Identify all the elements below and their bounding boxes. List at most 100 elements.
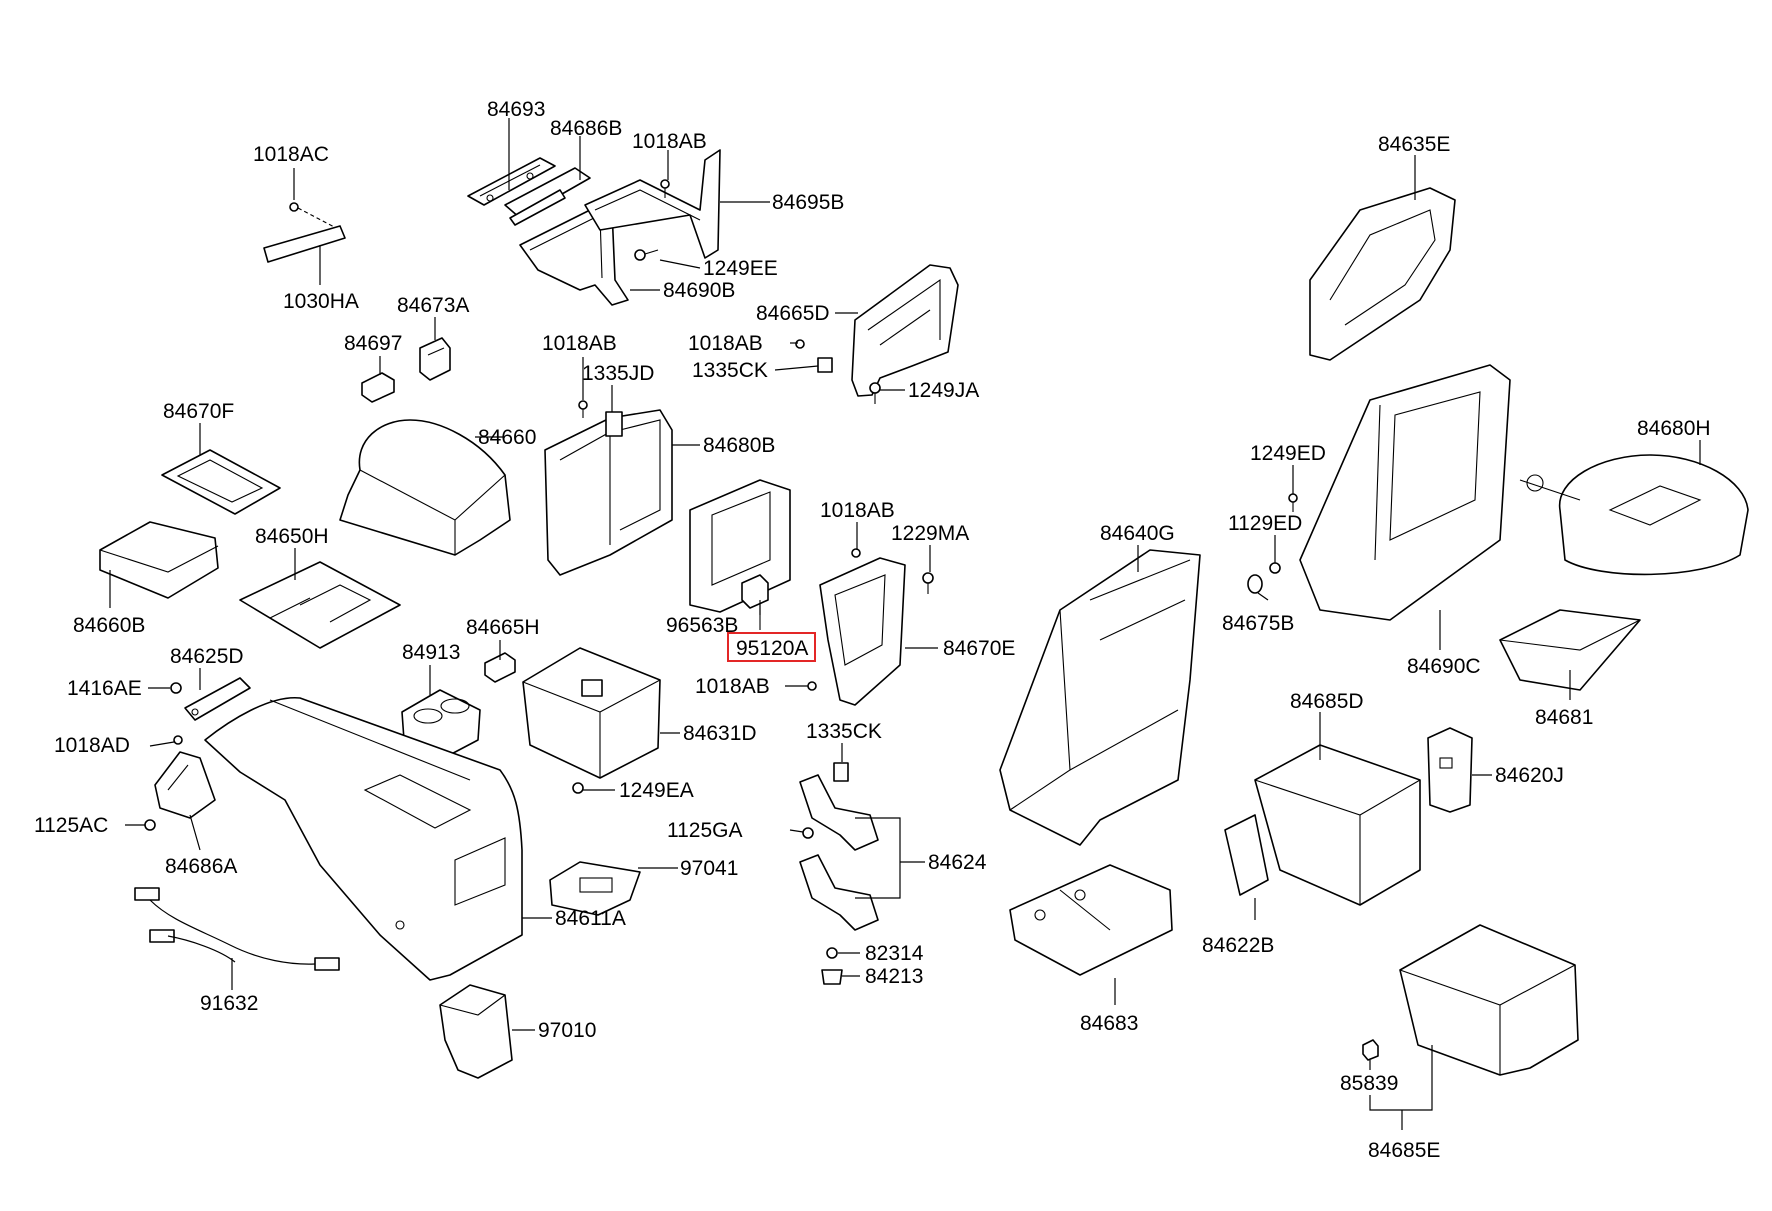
part-84697-shape — [361, 372, 395, 403]
screw-1018ab-right-shape — [795, 339, 805, 349]
label-p34: 84680H — [1637, 417, 1711, 440]
label-p14: 1249JA — [908, 379, 979, 402]
label-p02: 84686B — [550, 117, 622, 140]
label-p50: 82314 — [865, 942, 924, 965]
part-84680h-shape — [1519, 454, 1749, 576]
label-p39: 1416AE — [67, 677, 142, 700]
screw-1229ma-shape — [922, 572, 934, 594]
label-p27: 84670E — [943, 637, 1015, 660]
part-1335ck-mid-shape — [833, 762, 849, 782]
part-84624-shape — [799, 774, 879, 931]
label-p25: 1018AB — [820, 499, 895, 522]
label-p09: 84673A — [397, 294, 469, 317]
part-84686a-shape — [154, 751, 216, 819]
label-p43: 84631D — [683, 722, 757, 745]
part-84690c-shape — [1299, 364, 1511, 621]
label-p37: 84913 — [402, 641, 460, 664]
label-p26: 1229MA — [891, 522, 969, 545]
part-84675b-shape — [1247, 574, 1263, 594]
screw-1018ab-low-shape — [807, 681, 817, 691]
label-p54: 84685D — [1290, 690, 1364, 713]
label-p35: 84681 — [1535, 706, 1593, 729]
label-p01: 84693 — [487, 98, 545, 121]
label-p55: 84620J — [1495, 764, 1564, 787]
screw-1018ab-bezel-shape — [851, 548, 861, 558]
part-84670e-shape — [819, 557, 906, 706]
label-p51: 84213 — [865, 965, 923, 988]
part-95120a-shape — [741, 574, 769, 630]
part-84660b-shape — [99, 521, 219, 599]
label-p15: 84635E — [1378, 133, 1450, 156]
part-1030ha-shape — [263, 202, 346, 263]
part-84625d-shape — [184, 677, 251, 721]
label-p03: 1018AB — [632, 130, 707, 153]
label-p10: 84697 — [344, 332, 402, 355]
label-p41: 1125AC — [34, 814, 108, 837]
part-84683-shape — [1009, 864, 1173, 976]
label-p23: 96563B — [666, 614, 738, 637]
part-91632-shape — [134, 887, 340, 971]
part-84635e-shape — [1309, 187, 1456, 361]
label-p21: 84660B — [73, 614, 145, 637]
screw-1249ea-shape — [572, 782, 584, 794]
part-84620j-shape — [1427, 727, 1473, 813]
label-p11: 84665D — [756, 302, 830, 325]
screw-1129ed-shape — [1269, 562, 1281, 574]
label-p52: 91632 — [200, 992, 258, 1015]
highlight-box-95120a — [727, 632, 816, 662]
label-p06: 84690B — [663, 279, 735, 302]
label-p12: 1018AB — [688, 332, 763, 355]
label-p56: 84622B — [1202, 934, 1274, 957]
label-p40: 1018AD — [54, 734, 130, 757]
label-p42: 84686A — [165, 855, 237, 878]
label-p20: 84660 — [478, 426, 536, 449]
part-84650h-shape — [239, 561, 401, 649]
part-84670f-shape — [161, 449, 281, 515]
part-84665d-shape — [851, 264, 959, 397]
label-p47: 84624 — [928, 851, 987, 874]
part-84693-shape — [467, 157, 556, 206]
label-p07: 1018AC — [253, 143, 329, 166]
screw-1416ae-shape — [170, 682, 182, 694]
label-p13: 1335CK — [692, 359, 768, 382]
part-84673a-shape — [419, 337, 451, 381]
part-96563b-shape — [689, 479, 791, 613]
screw-1018ab-mid-shape — [578, 400, 588, 418]
label-p36: 84665H — [466, 616, 540, 639]
screw-1125ac-shape — [144, 819, 156, 831]
part-97041-shape — [549, 861, 641, 916]
label-p58: 85839 — [1340, 1072, 1398, 1095]
part-84685d-shape — [1254, 744, 1421, 906]
label-p30: 1249ED — [1250, 442, 1326, 465]
screw-1249ed-shape — [1288, 493, 1298, 512]
label-p24: 95120A — [736, 637, 808, 660]
label-p59: 84685E — [1368, 1139, 1440, 1162]
part-84695b-shape — [584, 149, 721, 259]
label-p57: 84683 — [1080, 1012, 1138, 1035]
label-p45: 1335CK — [806, 720, 882, 743]
screw-1018ad-shape — [173, 735, 183, 745]
part-labels: 84693 84686B 1018AB 84695B 1249EE 84690B… — [34, 98, 1711, 1162]
label-p28: 1018AB — [695, 675, 770, 698]
label-p48: 97041 — [680, 857, 738, 880]
screw-1018ab-top-shape — [660, 179, 670, 198]
screw-1249ee-shape — [634, 249, 659, 261]
part-84631d-shape — [522, 647, 661, 779]
label-p49: 84611A — [555, 907, 626, 930]
label-p18: 84680B — [703, 434, 775, 457]
label-p44: 1249EA — [619, 779, 694, 802]
label-p38: 84625D — [170, 645, 244, 668]
part-84680b-shape — [544, 409, 673, 576]
label-p17: 1335JD — [582, 362, 654, 385]
label-p32: 84675B — [1222, 612, 1294, 635]
part-85839-shape — [1362, 1039, 1379, 1061]
label-p16: 1018AB — [542, 332, 617, 355]
part-84622b-shape — [1224, 814, 1269, 896]
part-84213-shape — [821, 969, 843, 985]
part-84665h-shape — [484, 652, 516, 683]
part-1335ck-clip-shape — [817, 357, 833, 373]
label-p31: 1129ED — [1228, 512, 1302, 535]
screw-1249ja-shape — [869, 382, 881, 404]
label-p05: 1249EE — [703, 257, 778, 280]
